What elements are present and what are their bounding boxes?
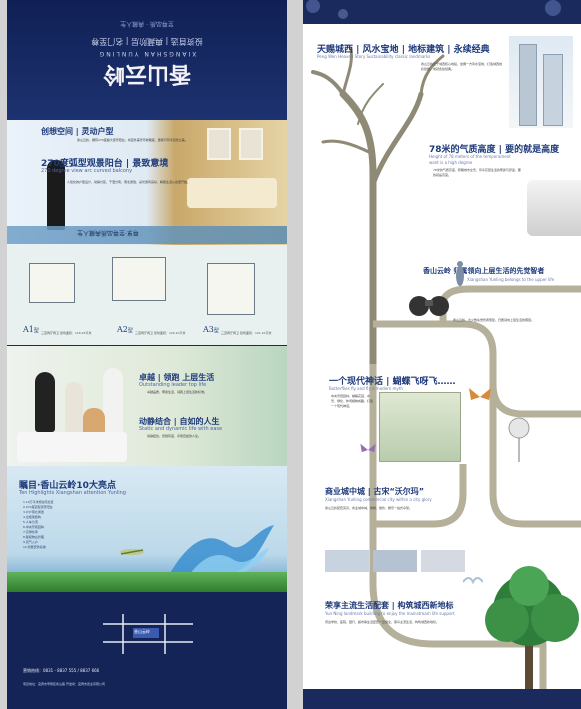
- flower-icon: [508, 417, 530, 462]
- lifestyle-heading-2: 动静结合 | 自如的人生: [139, 417, 220, 426]
- wall-painting: [239, 128, 263, 160]
- person: [103, 368, 123, 438]
- section-6-title: 荣享主流生活配套 | 构筑城西新地标: [325, 601, 454, 610]
- wall-painting: [207, 128, 231, 160]
- location-map-section: [7, 592, 287, 709]
- top-band: [303, 0, 581, 24]
- sales-hotline: 营销热线：0831 - 8837 555 / 8837 666: [23, 668, 100, 673]
- plan-label-a1: A1型: [23, 325, 39, 334]
- section-2-subtitle-1: Height of 78 meters of the temperament: [429, 154, 511, 159]
- lifestyle-text-1: 卓越品质，尊贵生活，领跑上层生活新标准。: [147, 390, 208, 394]
- section-5-subtitle: Xiangshan Yunling commercial city within…: [325, 497, 432, 502]
- slogan-text: 尊享·至尊品质典藏人生: [77, 229, 139, 236]
- bird-icon: [456, 261, 464, 286]
- section-6-subtitle: Yun Ning landmark building to enjoy the …: [325, 611, 455, 616]
- cover-tagline: 投资首选 | 典藏阶层 | 名门至尊: [91, 37, 203, 46]
- room-text-2: 人性化的户型设计，动静分区，干湿分离，南北通透，采光通风良好，精致生活从这里开始…: [67, 180, 191, 184]
- section-3-subtitle: Xiangshan Yunling belongs to the upper l…: [467, 277, 555, 282]
- lifestyle-subheading-2: Static and dynamic life with ease: [139, 426, 223, 432]
- list-item: 9.双气入户: [23, 540, 38, 544]
- floral-pattern: [306, 0, 561, 19]
- list-item: 1.10万平米纯住宅社区: [23, 500, 54, 504]
- lifestyle-subheading-1: Outstanding leader top life: [139, 382, 207, 388]
- map-project-label: 香山云岭: [134, 629, 150, 634]
- list-item: 6.中央景观园林: [23, 525, 44, 529]
- section-5-text: 香山云岭配套完善，商业城中城，购物、餐饮、娱乐一站式享受。: [325, 506, 413, 510]
- section-4-text: 中央景观园林，蝴蝶花园，水景、绿化、休闲相映成趣，打造一个现代神话。: [331, 394, 374, 408]
- section-3-title: 香山云岭 归属领向上层生活的先觉智者: [423, 267, 545, 275]
- slogan-bar: [7, 226, 287, 244]
- floor-plan-a3: [207, 263, 255, 315]
- chair-photo: [527, 180, 581, 236]
- section-2-subtitle-2: want is a high degree: [429, 160, 473, 165]
- plan-label-a3: A3型: [203, 325, 219, 334]
- tower: [519, 44, 537, 126]
- butterfly-icon: [469, 388, 491, 400]
- floor-plans: A1型 三室两厅两卫 建筑面积：118.16平米 A2型 三室两厅两卫 建筑面积…: [7, 245, 287, 345]
- highlights-title: 瞩目·香山云岭10大亮点: [19, 481, 116, 491]
- list-item: 5.人车分流: [23, 520, 38, 524]
- section-3-text: 香山云岭，为少数先觉智者而建，归属领向上层生活的圈层。: [453, 318, 535, 322]
- section-1-subtitle: Peng Wen Heaven Story Sustainability cla…: [317, 54, 431, 59]
- list-item: 3.户户南北通透: [23, 510, 44, 514]
- project-address: 项目地址：宜宾市翠屏区香山路 开发商：宜宾市置业有限公司: [23, 682, 105, 686]
- street-photo: [325, 550, 369, 572]
- plan-label-a2: A2型: [117, 325, 133, 334]
- street-photo: [421, 550, 465, 572]
- street-photo: [373, 550, 417, 572]
- person: [65, 382, 83, 432]
- businessman-silhouette: [47, 160, 65, 230]
- list-item: 4.全框架结构: [23, 515, 41, 519]
- table: [17, 432, 127, 462]
- cover-title: 香山云岭: [103, 61, 192, 87]
- garden-site-plan: [379, 392, 461, 462]
- balcony-subheading: 270 degree view arc curved balcony: [41, 168, 133, 174]
- location-map: [103, 614, 193, 654]
- section-2-title: 78米的气质高度 | 要的就是高度: [429, 145, 560, 155]
- highlights-subtitle: Ten Highlights Xiangshan attention Yunli…: [19, 490, 126, 496]
- list-item: 7.高绿化率: [23, 530, 38, 534]
- plan-desc-a3: 三室两厅两卫 建筑面积：121.10平米: [221, 331, 272, 335]
- dragonfly-icon: [120, 549, 144, 555]
- tower-render: [509, 36, 573, 128]
- binoculars-icon: [409, 296, 449, 316]
- left-flyer-panel: 至尊品质 · 典藏人生 投资首选 | 典藏阶层 | 名门至尊 XIANGSHAN…: [7, 0, 287, 709]
- person: [35, 372, 55, 432]
- water-splash-image: [169, 525, 274, 578]
- list-item: 10.智能安防系统: [23, 545, 46, 549]
- butterfly-icon: [360, 443, 376, 453]
- list-item: 2.270度弧型观景阳台: [23, 505, 53, 509]
- floor-plan-a1: [29, 263, 75, 303]
- section-4-title: 一个现代神话 | 蝴蝶飞呀飞……: [329, 377, 456, 387]
- right-flyer-panel: 天赐城西 | 风水宝地 | 地标建筑 | 永续经典 Peng Wen Heave…: [303, 0, 581, 709]
- balcony-heading: 270度弧型观景阳台 | 景致意境: [41, 159, 169, 169]
- bottom-band: [303, 689, 581, 709]
- cover-tagline-top: 至尊品质 · 典藏人生: [120, 20, 174, 27]
- lifestyle-heading-1: 卓越 | 领跑 上层生活: [139, 373, 215, 382]
- floor-plan-a2: [112, 257, 166, 301]
- room-heading: 创想空间 | 灵动户型: [41, 127, 114, 136]
- cover-header: [7, 0, 287, 120]
- grass-strip: [7, 572, 287, 592]
- sofa: [187, 178, 277, 208]
- tree-image: [485, 566, 579, 690]
- section-5-title: 商业城中城 | 古宋“沃尔玛”: [325, 487, 425, 496]
- tree-and-pipe-graphic: [311, 47, 581, 689]
- room-text-1: 香山云岭，拥有270度超大观景阳台，将室外美景尽收眼底，居者可尽享自然之美。: [77, 138, 188, 142]
- list-item: 8.星级物业管理: [23, 535, 44, 539]
- lifestyle-photo: [7, 346, 287, 466]
- section-1-text: 香山云岭位于城西核心地段，坐拥一方风水宝地，打造城西地标建筑，成就永续经典。: [421, 62, 503, 71]
- section-2-text: 78米的气质高度，俯瞰城市全景，尽享高层生活的尊贵与舒适，要的就是高度。: [433, 168, 521, 177]
- highlights-list: 1.10万平米纯住宅社区 2.270度弧型观景阳台 3.户户南北通透 4.全框架…: [23, 500, 143, 550]
- section-6-text: 周边学校、医院、银行、超市等生活配套一应俱全，荣享主流生活，构筑城西新地标。: [325, 620, 440, 624]
- plan-desc-a2: 三室两厅两卫 建筑面积：120.10平米: [135, 331, 186, 335]
- tower: [543, 54, 563, 126]
- section-4-subtitle: Butterflies fly and fly a modern myth: [329, 386, 403, 391]
- lifestyle-text-2: 动静结合，张弛有度，享受自如的人生。: [147, 434, 202, 438]
- plan-desc-a1: 三室两厅两卫 建筑面积：118.16平米: [41, 331, 92, 335]
- section-1-title: 天赐城西 | 风水宝地 | 地标建筑 | 永续经典: [317, 45, 490, 55]
- cover-pinyin: XIANGSHAN YUNLING: [97, 50, 197, 57]
- bird-icon: [463, 577, 483, 585]
